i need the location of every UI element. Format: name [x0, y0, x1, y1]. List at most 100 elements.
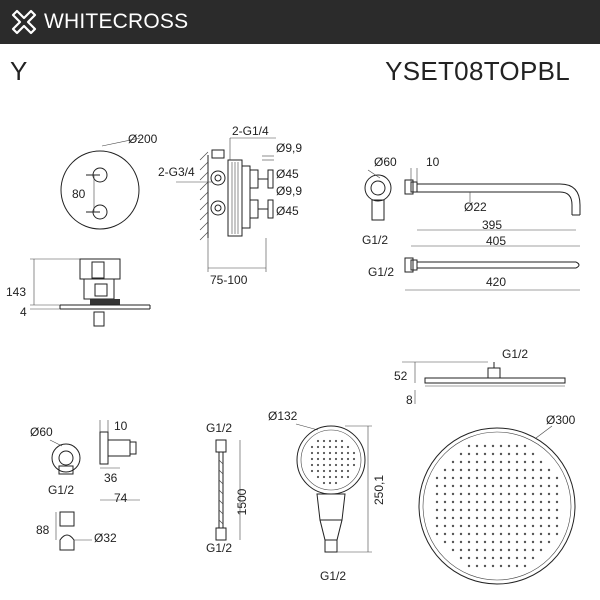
nozzle-dot [555, 532, 559, 536]
nozzle-dot [340, 439, 344, 443]
nozzle-dot [346, 451, 350, 455]
nozzle-dot [334, 445, 338, 449]
nozzle-dot [515, 532, 519, 536]
nozzle-dot [443, 468, 447, 472]
outlet-depth-label: 36 [104, 471, 118, 485]
nozzle-dot [539, 548, 543, 552]
nozzle-dot [443, 532, 447, 536]
nozzle-dot [346, 445, 350, 449]
nozzle-dot [483, 452, 487, 456]
hose-thread-top-label: G1/2 [206, 421, 232, 435]
nozzle-dot [539, 500, 543, 504]
nozzle-dot [459, 532, 463, 536]
nozzle-dot [340, 457, 344, 461]
nozzle-dot [515, 476, 519, 480]
nozzle-dot [475, 508, 479, 512]
arm-inner-label: 395 [482, 218, 502, 232]
nozzle-dot [531, 508, 535, 512]
nozzle-dot [499, 468, 503, 472]
arm-flange-label: Ø60 [374, 155, 397, 169]
outlet-thread-label: G1/2 [48, 483, 74, 497]
outlet-length-label: 74 [114, 491, 128, 505]
nozzle-dot [547, 516, 551, 520]
nozzle-dot [515, 556, 519, 560]
nozzle-dot [459, 484, 463, 488]
nozzle-dot [435, 500, 439, 504]
nozzle-dot [467, 492, 471, 496]
nozzle-dot [435, 524, 439, 528]
nozzle-dot [523, 540, 527, 544]
nozzle-dot [459, 516, 463, 520]
nozzle-dot [491, 500, 495, 504]
nozzle-dot [483, 484, 487, 488]
nozzle-dot [328, 457, 332, 461]
nozzle-dot [467, 556, 471, 560]
head-height-label: 52 [394, 369, 408, 383]
nozzle-dot [459, 476, 463, 480]
nozzle-dot [499, 476, 503, 480]
nozzle-dot [316, 457, 320, 461]
nozzle-dot [499, 460, 503, 464]
brand-name: WHITECROSS [44, 10, 189, 33]
nozzle-dot [435, 532, 439, 536]
nozzle-dot [451, 460, 455, 464]
hand-shower: Ø132 G1/2 250,1 [268, 409, 386, 583]
nozzle-dot [328, 445, 332, 449]
nozzle-dot [483, 532, 487, 536]
mixer-side-view: 143 4 [6, 258, 151, 327]
nozzle-dot [523, 460, 527, 464]
nozzle-dot [491, 492, 495, 496]
nozzle-dot [346, 463, 350, 467]
nozzle-dot [539, 532, 543, 536]
nozzle-dot [515, 524, 519, 528]
nozzle-dot [507, 540, 511, 544]
nozzle-dot [467, 564, 471, 568]
nozzle-dot [310, 445, 314, 449]
nozzle-dot [340, 463, 344, 467]
nozzle-dot [491, 476, 495, 480]
nozzle-dot [435, 508, 439, 512]
nozzle-dot [499, 524, 503, 528]
nozzle-dot [435, 516, 439, 520]
nozzle-dot [491, 508, 495, 512]
nozzle-dot [443, 540, 447, 544]
nozzle-dot [459, 556, 463, 560]
nozzle-dot [467, 500, 471, 504]
hand-diameter-label: Ø132 [268, 409, 298, 423]
nozzle-dot [515, 484, 519, 488]
nozzle-dot [443, 476, 447, 480]
outlet-diameter-label: Ø60 [30, 425, 53, 439]
nozzle-dot [523, 476, 527, 480]
nozzle-dot [483, 460, 487, 464]
nozzle-dot [483, 556, 487, 560]
nozzle-dot [515, 548, 519, 552]
nozzle-dot [475, 556, 479, 560]
nozzle-dot [555, 508, 559, 512]
nozzle-dot [475, 468, 479, 472]
rain-head-front-view: Ø300 [418, 413, 576, 585]
nozzle-dot [459, 452, 463, 456]
nozzle-dot [346, 475, 350, 479]
nozzle-dot [507, 532, 511, 536]
nozzle-dot [499, 548, 503, 552]
hand-thread-label: G1/2 [320, 569, 346, 583]
nozzle-dot [334, 457, 338, 461]
nozzle-dot [499, 508, 503, 512]
nozzle-dot [334, 469, 338, 473]
nozzle-dot [483, 476, 487, 480]
nozzle-dot [451, 476, 455, 480]
nozzle-dot [499, 516, 503, 520]
nozzle-dot [483, 564, 487, 568]
nozzle-dot [531, 484, 535, 488]
nozzle-dot [467, 468, 471, 472]
nozzle-dot [499, 492, 503, 496]
arm-offset-label: 10 [426, 155, 440, 169]
nozzle-dot [352, 451, 356, 455]
nozzle-dot [531, 524, 535, 528]
nozzle-dot [483, 444, 487, 448]
model-code: YSET08TOPBL [385, 56, 570, 86]
nozzle-dot [475, 564, 479, 568]
arm-thread-top-label: G1/2 [362, 233, 388, 247]
nozzle-dot [443, 508, 447, 512]
nozzle-dot [451, 484, 455, 488]
